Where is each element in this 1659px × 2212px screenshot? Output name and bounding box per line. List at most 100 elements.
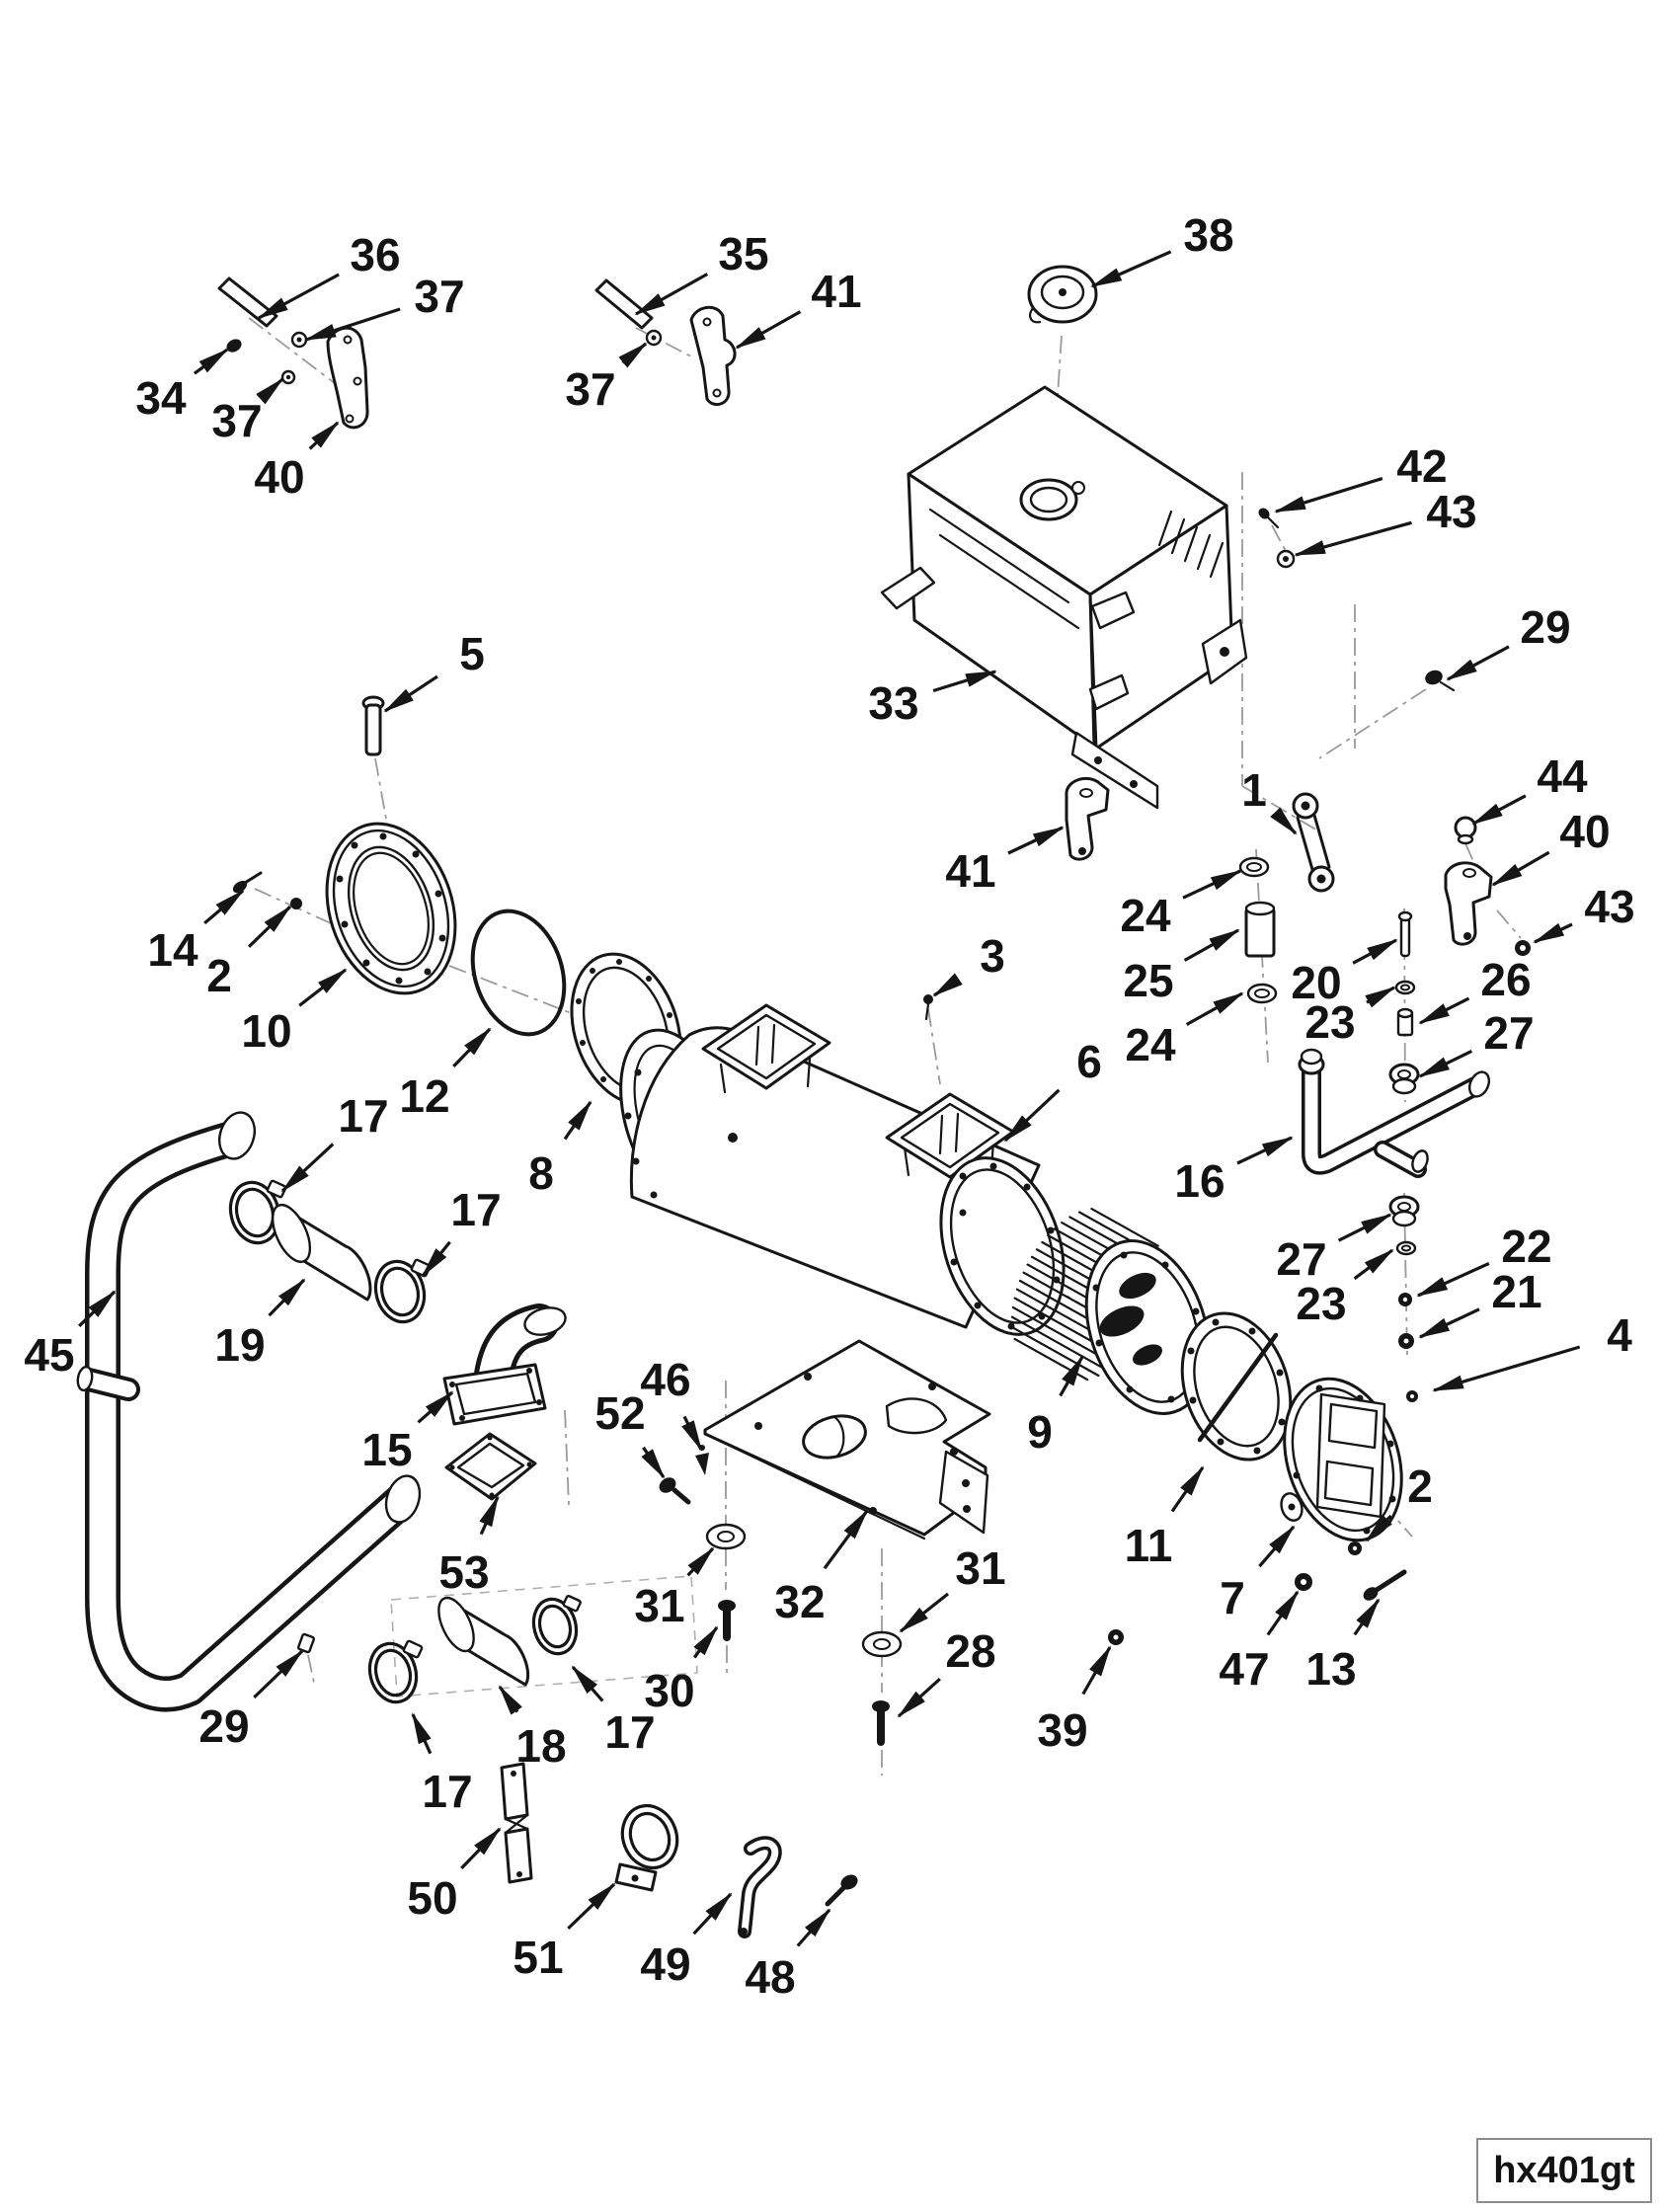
callout-50: 50 — [407, 1827, 502, 1924]
callout-number: 36 — [350, 229, 400, 280]
callout-11: 11 — [1125, 1465, 1205, 1571]
callout-arrow — [1059, 1355, 1084, 1397]
tank-33 — [880, 385, 1248, 810]
callout-arrow — [1003, 1088, 1061, 1143]
callout-number: 31 — [634, 1580, 684, 1631]
screw-48 — [825, 1874, 858, 1907]
callout-40: 40 — [1491, 806, 1611, 887]
callout-arrow — [1418, 1049, 1473, 1078]
callout-number: 37 — [565, 363, 615, 415]
callout-31: 31 — [899, 1542, 1006, 1633]
callout-arrow — [280, 1143, 335, 1193]
callout-arrow — [1337, 1213, 1392, 1242]
callout-number: 20 — [1291, 957, 1341, 1008]
callout-number: 25 — [1123, 955, 1173, 1006]
callout-arrow — [1183, 928, 1240, 962]
callout-arrow — [452, 1027, 492, 1068]
callout-24: 24 — [1120, 869, 1242, 941]
callout-52: 52 — [594, 1387, 666, 1479]
callout-number: 16 — [1174, 1155, 1224, 1207]
callout-number: 31 — [955, 1542, 1005, 1594]
callout-arrow — [681, 1415, 703, 1452]
callout-number: 23 — [1296, 1278, 1346, 1329]
pipe-45 — [76, 1111, 422, 1712]
callout-arrow — [498, 1685, 522, 1715]
callout-arrow — [618, 342, 648, 368]
callout-number: 37 — [414, 271, 464, 322]
hardware-44-40-43 — [1258, 508, 1531, 956]
callout-number: 3 — [980, 930, 1005, 982]
callout-number: 24 — [1120, 890, 1171, 941]
callout-20: 20 — [1291, 938, 1398, 1008]
callout-37: 37 — [211, 377, 284, 446]
callout-arrow — [268, 1278, 306, 1317]
mounting-plate-32 — [703, 1339, 991, 1540]
callout-39: 39 — [1037, 1645, 1112, 1756]
callout-number: 21 — [1491, 1266, 1541, 1317]
callout-21: 21 — [1418, 1266, 1542, 1339]
callout-number: 43 — [1584, 881, 1634, 932]
callout-number: 35 — [718, 228, 768, 279]
callout-number: 10 — [241, 1005, 291, 1057]
callout-arrow — [203, 889, 245, 925]
callout-10: 10 — [241, 968, 348, 1057]
callout-number: 22 — [1501, 1221, 1551, 1272]
callout-number: 42 — [1396, 440, 1447, 492]
callout-arrow — [1416, 1261, 1490, 1298]
callout-number: 8 — [528, 1147, 554, 1199]
callout-arrow — [383, 674, 438, 713]
callout-arrow — [417, 1390, 454, 1424]
callout-number: 2 — [206, 950, 232, 1001]
callout-arrow — [932, 670, 997, 693]
callout-arrow — [932, 973, 963, 997]
strap-49 — [738, 1836, 782, 1938]
callout-arrow — [247, 905, 292, 948]
callout-arrow — [735, 310, 802, 350]
callout-2: 2 — [206, 905, 292, 1001]
callout-5: 5 — [383, 628, 485, 713]
callout-arrow — [193, 348, 229, 375]
callout-43: 43 — [1533, 881, 1635, 944]
callout-arrow — [634, 273, 709, 316]
callout-42: 42 — [1274, 440, 1448, 514]
elbow-15 — [442, 1304, 567, 1426]
callout-arrow — [1081, 1645, 1112, 1696]
callout-arrow — [1491, 850, 1550, 887]
callout-number: 39 — [1037, 1704, 1087, 1756]
callout-26: 26 — [1418, 954, 1532, 1025]
callout-43: 43 — [1294, 486, 1477, 557]
callout-number: 14 — [147, 924, 198, 976]
callout-number: 1 — [1241, 764, 1267, 816]
callout-2: 2 — [1365, 1461, 1433, 1542]
o-ring-12 — [470, 908, 567, 1037]
callout-4: 4 — [1432, 1309, 1632, 1392]
callout-number: 45 — [24, 1329, 74, 1381]
callout-number: 17 — [604, 1706, 655, 1758]
callout-29: 29 — [1446, 601, 1571, 681]
callout-53: 53 — [438, 1495, 500, 1598]
callout-number: 7 — [1220, 1572, 1245, 1623]
callout-arrow — [256, 377, 284, 405]
bracket-41-lower — [1065, 776, 1110, 861]
callout-arrow — [1352, 938, 1398, 965]
link-1 — [1292, 792, 1335, 893]
callout-47: 47 — [1219, 1590, 1300, 1695]
callout-33: 33 — [868, 670, 997, 729]
callout-arrow — [686, 1546, 715, 1577]
callout-1: 1 — [1241, 764, 1298, 835]
callout-number: 2 — [1407, 1461, 1433, 1512]
hose-18 — [437, 1596, 530, 1687]
callout-arrow — [304, 307, 401, 342]
plate-hardware — [659, 1390, 1418, 1746]
callout-38: 38 — [1090, 209, 1234, 288]
callout-51: 51 — [513, 1882, 616, 1983]
gasket-53 — [444, 1432, 537, 1501]
strap-50 — [500, 1762, 533, 1884]
callout-arrow — [1471, 794, 1527, 826]
callout-arrow — [571, 1665, 604, 1702]
callout-arrow — [411, 1712, 433, 1755]
callout-18: 18 — [498, 1685, 567, 1772]
callout-arrow — [1090, 250, 1172, 288]
